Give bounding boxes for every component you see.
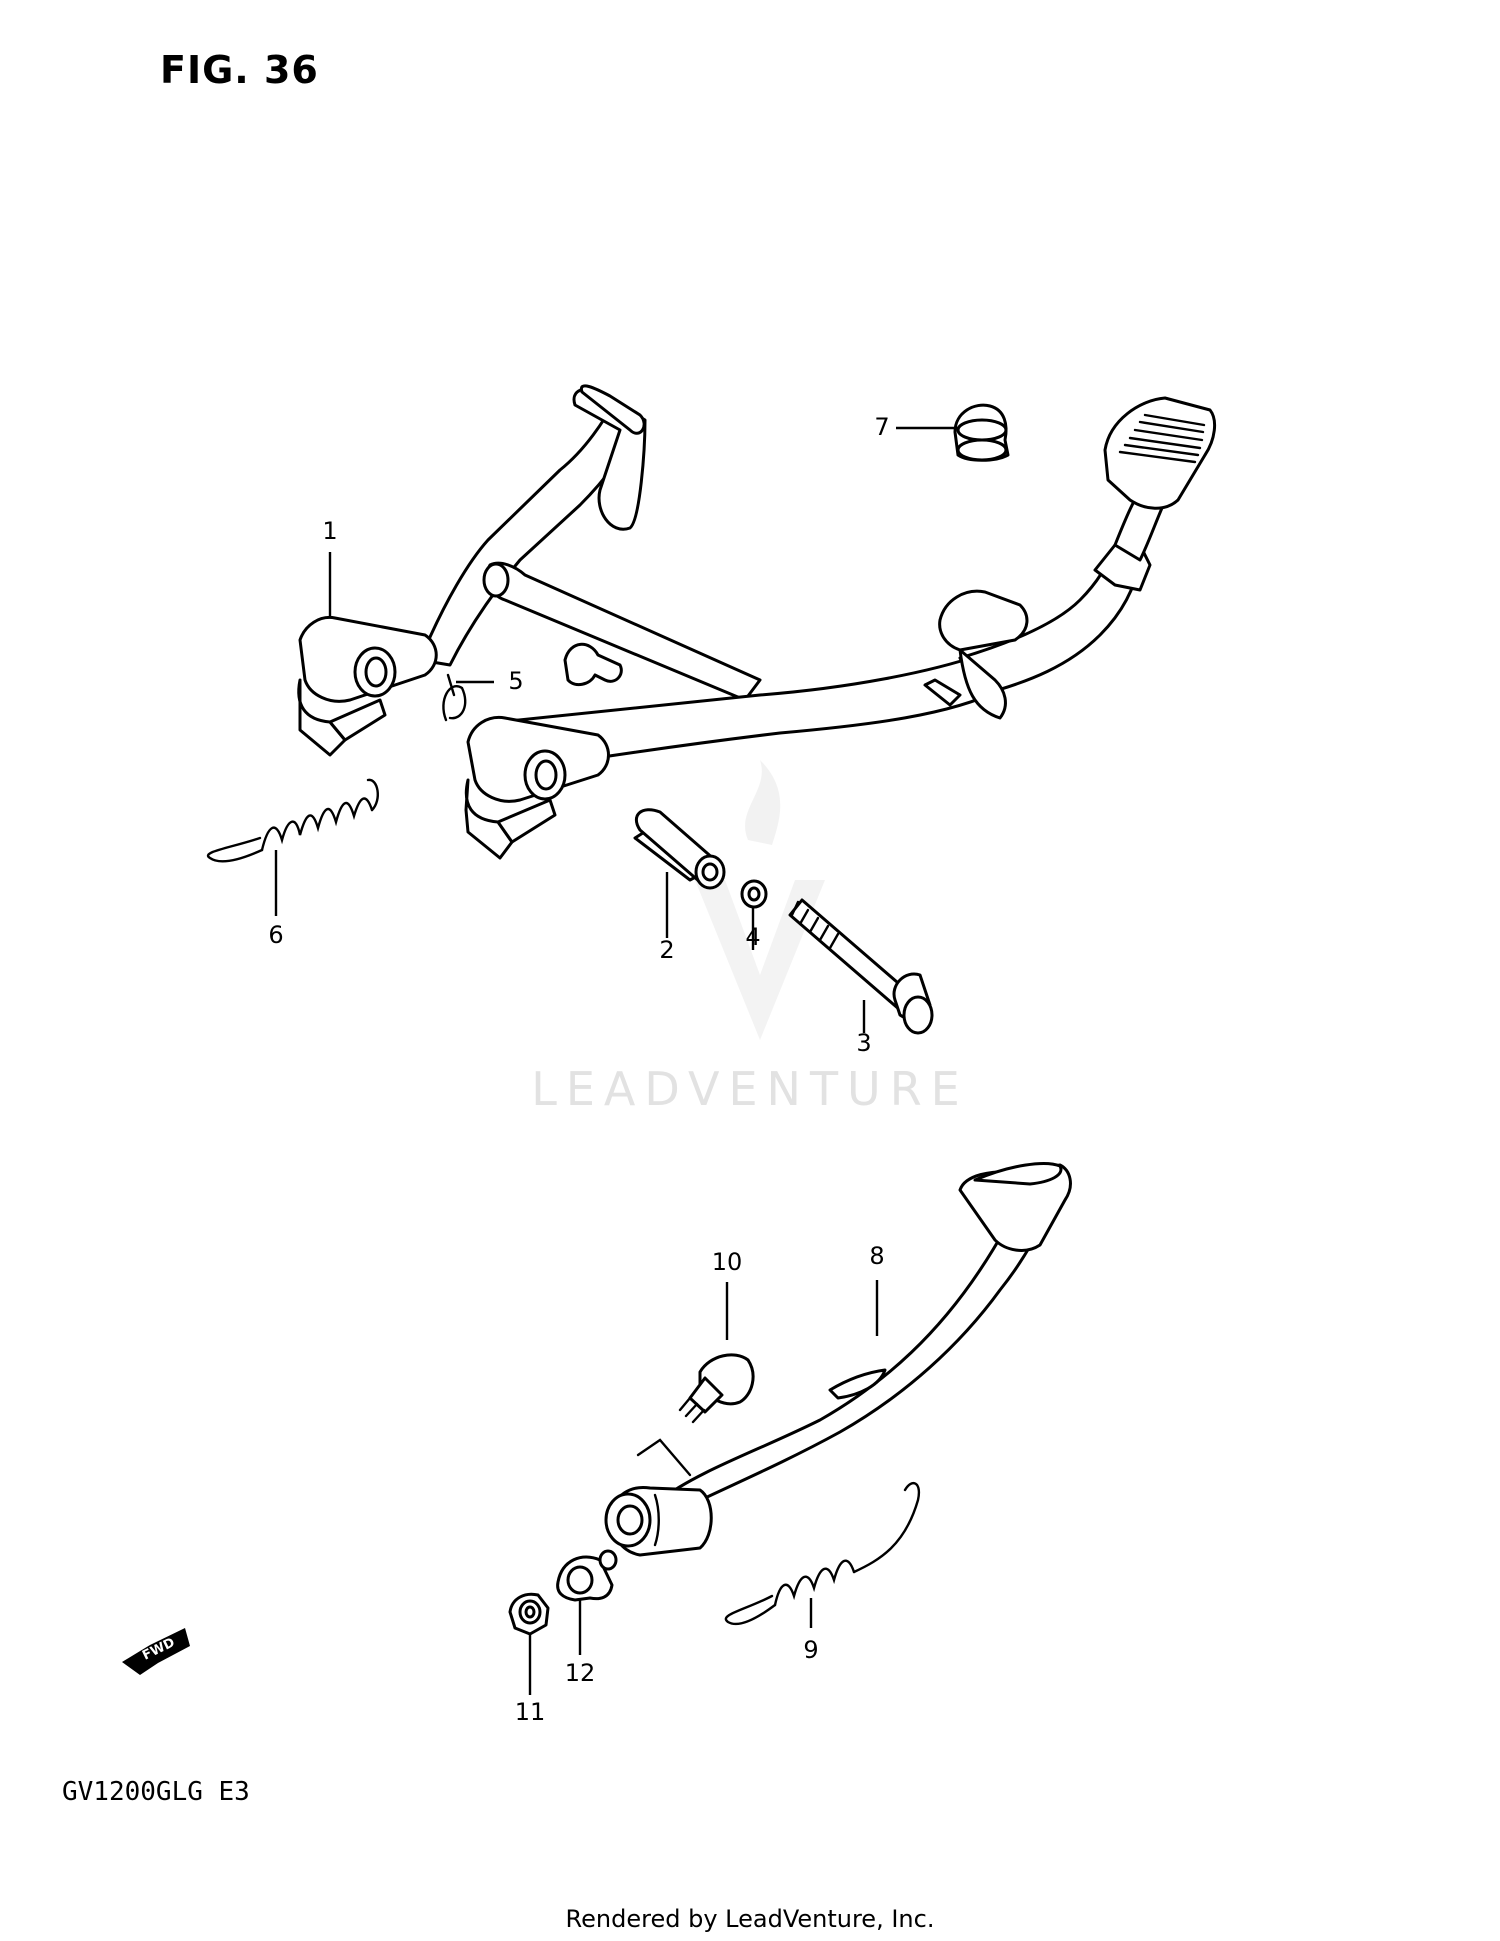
center-stand bbox=[297, 384, 1217, 860]
callout-12: 12 bbox=[565, 1659, 596, 1687]
callout-6: 6 bbox=[268, 921, 283, 949]
cap bbox=[953, 403, 1010, 462]
cotter-pin bbox=[442, 673, 467, 722]
footer-credit: Rendered by LeadVenture, Inc. bbox=[565, 1905, 935, 1933]
callout-10: 10 bbox=[712, 1248, 743, 1276]
callout-7: 7 bbox=[874, 413, 889, 441]
model-code: GV1200GLG E3 bbox=[62, 1777, 250, 1807]
center-stand-spring bbox=[206, 778, 379, 863]
callout-9: 9 bbox=[803, 1636, 818, 1664]
collar bbox=[633, 808, 726, 890]
callout-5: 5 bbox=[508, 667, 523, 695]
watermark-logo bbox=[695, 760, 825, 1040]
washer bbox=[740, 879, 768, 909]
side-stand-spring bbox=[724, 1481, 921, 1626]
fwd-arrow-icon: FWD bbox=[122, 1628, 190, 1675]
side-stand bbox=[604, 1162, 1072, 1557]
callout-11: 11 bbox=[515, 1698, 546, 1726]
side-stand-plate bbox=[556, 1549, 618, 1602]
side-stand-nut bbox=[508, 1592, 550, 1636]
callout-8: 8 bbox=[869, 1242, 884, 1270]
figure-title: FIG. 36 bbox=[160, 48, 319, 92]
callout-2: 2 bbox=[659, 936, 674, 964]
callout-1: 1 bbox=[322, 517, 337, 545]
bolt bbox=[788, 898, 934, 1035]
watermark-text: LEADVENTURE bbox=[531, 1062, 969, 1116]
side-stand-bolt bbox=[678, 1353, 755, 1424]
callout-4: 4 bbox=[745, 923, 760, 951]
callout-leaders bbox=[274, 426, 958, 1695]
callout-3: 3 bbox=[856, 1029, 871, 1057]
